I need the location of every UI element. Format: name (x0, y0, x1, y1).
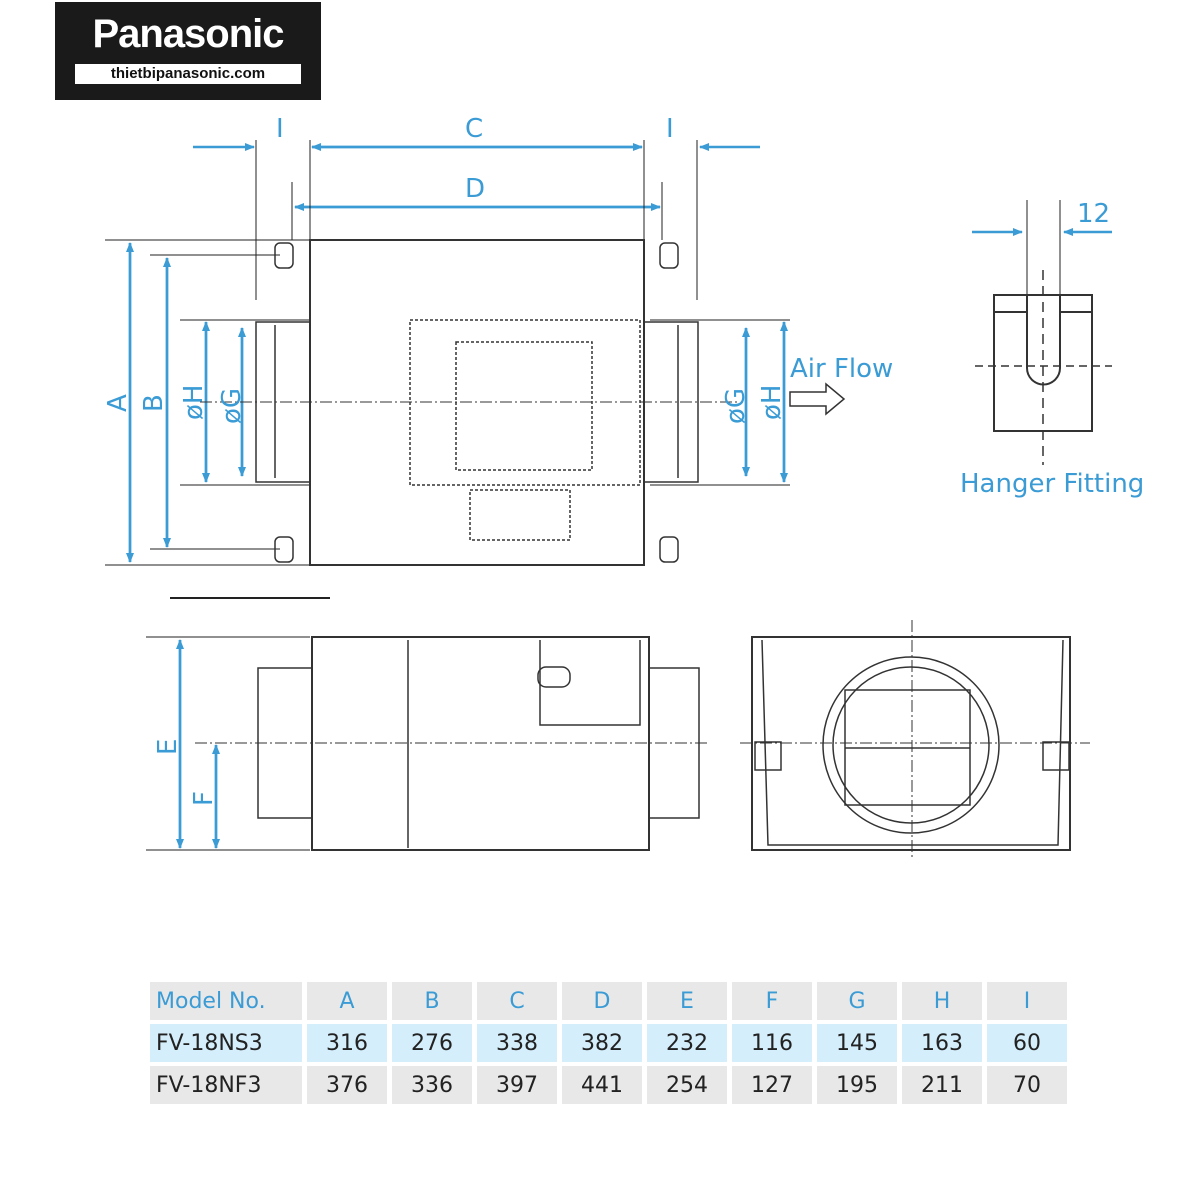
header-f: F (732, 982, 812, 1020)
side-view (195, 636, 710, 851)
dim-label-f: F (189, 791, 219, 806)
header-b: B (392, 982, 472, 1020)
cell: 232 (647, 1024, 727, 1062)
cell: 338 (477, 1024, 557, 1062)
cell: 127 (732, 1066, 812, 1104)
dim-label-b: B (139, 394, 169, 412)
cell: 145 (817, 1024, 897, 1062)
dim-label-e: E (153, 739, 183, 755)
dim-label-i-left: I (276, 114, 284, 144)
header-d: D (562, 982, 642, 1020)
technical-drawing: I C I D A B øH øG øG øH E F Air Flow Han… (103, 114, 1144, 860)
cell: 441 (562, 1066, 642, 1104)
table-header-row: Model No. A B C D E F G H I (150, 982, 1067, 1020)
logo-brand: Panasonic (92, 12, 284, 56)
hanger-fitting-label: Hanger Fitting (960, 469, 1144, 499)
hanger-width-label: 12 (1077, 199, 1110, 229)
cell: 211 (902, 1066, 982, 1104)
dimension-table: Model No. A B C D E F G H I FV-18NS3 316… (145, 978, 1072, 1108)
table-row: FV-18NF3 376 336 397 441 254 127 195 211… (150, 1066, 1067, 1104)
cell: 60 (987, 1024, 1067, 1062)
dim-label-oh-left: øH (179, 385, 209, 420)
table-row: FV-18NS3 316 276 338 382 232 116 145 163… (150, 1024, 1067, 1062)
header-a: A (307, 982, 387, 1020)
cell: 276 (392, 1024, 472, 1062)
cell: 254 (647, 1066, 727, 1104)
header-model: Model No. (150, 982, 302, 1020)
dim-label-oh-right: øH (757, 385, 787, 420)
air-flow-arrow-icon (789, 382, 846, 416)
cell: 382 (562, 1024, 642, 1062)
cell: 376 (307, 1066, 387, 1104)
dim-label-i-right: I (666, 114, 674, 144)
dim-label-og-right: øG (721, 388, 751, 424)
cell: 163 (902, 1024, 982, 1062)
cell: 116 (732, 1024, 812, 1062)
header-e: E (647, 982, 727, 1020)
cell: 195 (817, 1066, 897, 1104)
extension-lines (105, 140, 1061, 851)
front-view (740, 620, 1090, 860)
top-view (200, 239, 740, 566)
header-c: C (477, 982, 557, 1020)
cell: 336 (392, 1066, 472, 1104)
cell-model: FV-18NS3 (150, 1024, 302, 1062)
header-i: I (987, 982, 1067, 1020)
hanger-fitting-drawing (975, 270, 1112, 465)
cell-model: FV-18NF3 (150, 1066, 302, 1104)
cell: 316 (307, 1024, 387, 1062)
panasonic-logo: Panasonic thietbipanasonic.com (55, 2, 321, 100)
dim-label-a: A (103, 394, 133, 412)
header-g: G (817, 982, 897, 1020)
logo-site: thietbipanasonic.com (75, 64, 301, 84)
cell: 70 (987, 1066, 1067, 1104)
dim-label-c: C (465, 114, 483, 144)
dim-label-og-left: øG (217, 388, 247, 424)
dim-label-d: D (465, 174, 485, 204)
cell: 397 (477, 1066, 557, 1104)
header-h: H (902, 982, 982, 1020)
air-flow-label: Air Flow (790, 354, 893, 384)
